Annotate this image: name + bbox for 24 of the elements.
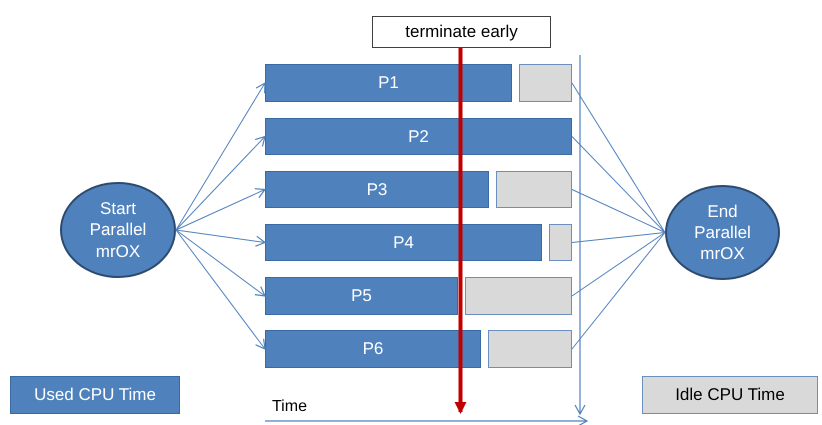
callout-box: terminate early — [372, 16, 551, 48]
arrow — [176, 230, 266, 350]
used-time-bar: P5 — [265, 277, 458, 315]
arrow — [176, 230, 266, 247]
idle-time-bar — [519, 64, 572, 102]
arrow — [176, 82, 266, 230]
arrow — [176, 188, 266, 230]
process-ellipse: End Parallel mrOX — [665, 185, 780, 280]
idle-time-bar — [465, 277, 572, 315]
process-ellipse: Start Parallel mrOX — [60, 182, 176, 278]
arrow — [176, 230, 266, 297]
arrow — [176, 136, 266, 230]
idle-time-bar — [549, 224, 572, 261]
used-time-bar: P6 — [265, 330, 481, 368]
legend-item: Idle CPU Time — [642, 376, 818, 414]
idle-time-bar — [488, 330, 572, 368]
cutoff-arrow — [454, 48, 466, 414]
used-time-bar: P2 — [265, 118, 572, 155]
idle-time-bar — [496, 171, 572, 208]
used-time-bar: P1 — [265, 64, 512, 102]
legend-item: Used CPU Time — [10, 376, 180, 414]
used-time-bar: P3 — [265, 171, 489, 208]
used-time-bar: P4 — [265, 224, 542, 261]
axis-label: Time — [272, 398, 307, 416]
